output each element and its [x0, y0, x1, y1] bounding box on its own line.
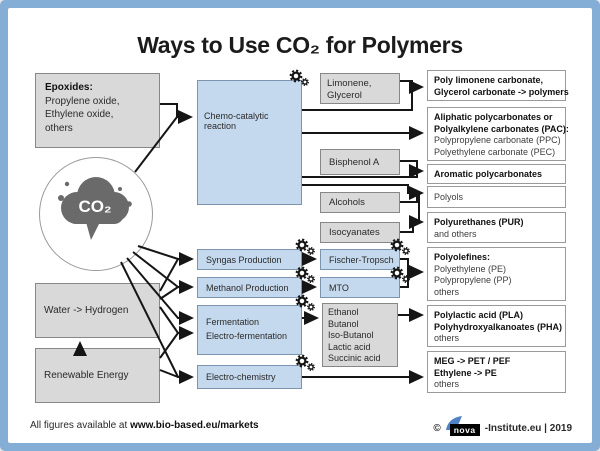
fischer-tropsch-box: Fischer-Tropsch	[320, 249, 400, 270]
output-line: Polyalkylene carbonates (PAC):	[434, 123, 569, 134]
output-line: others	[434, 333, 460, 343]
product-line: Ethanol	[328, 307, 359, 317]
epoxides-line: Ethylene oxide,	[45, 109, 114, 120]
mto-box: MTO	[320, 277, 400, 298]
fermentation-label: Fermentation	[206, 317, 260, 327]
output-line: Aromatic polycarbonates	[434, 169, 543, 179]
electro-chemistry-box: Electro-chemistry	[197, 365, 302, 389]
epoxides-box: Epoxides: Propylene oxide, Ethylene oxid…	[35, 73, 160, 148]
water-hydrogen-label: Water -> Hydrogen	[44, 305, 129, 316]
output-pla-pha: Polylactic acid (PLA) Polyhydroxyalkanoa…	[427, 305, 566, 347]
isocyanates-label: Isocyanates	[329, 227, 380, 238]
methanol-box: Methanol Production	[197, 277, 302, 298]
credit-text: -Institute.eu | 2019	[484, 422, 572, 434]
copyright-symbol: ©	[433, 422, 441, 434]
electro-fermentation-label: Electro-fermentation	[206, 331, 288, 341]
alcohols-label: Alcohols	[329, 197, 365, 208]
epoxides-line: Propylene oxide,	[45, 95, 120, 107]
renewable-energy-box: Renewable Energy	[35, 348, 160, 403]
product-line: Lactic acid	[328, 341, 371, 352]
nova-logo-text: nova	[449, 424, 480, 436]
renewable-energy-label: Renewable Energy	[44, 370, 129, 381]
diagram-canvas: Ways to Use CO₂ for Polymers Epoxides: P…	[8, 8, 592, 443]
nova-logo: nova	[441, 416, 485, 438]
bisphenol-label: Bisphenol A	[329, 156, 380, 168]
output-line: Polyhydroxyalkanoates (PHA)	[434, 321, 563, 332]
fermentation-box: Fermentation Electro-fermentation	[197, 305, 302, 355]
epoxides-line: others	[45, 122, 73, 134]
chemo-catalytic-label: Chemo-catalytic reaction	[204, 111, 269, 131]
output-line: MEG -> PET / PEF	[434, 356, 511, 366]
footer-note-text: All figures available at	[30, 420, 131, 431]
output-line: Polyurethanes (PUR)	[434, 217, 524, 227]
epoxides-title: Epoxides:	[45, 82, 93, 93]
output-poly-limonene: Poly limonene carbonate, Glycerol carbon…	[427, 70, 569, 101]
footer-credit: © nova -Institute.eu | 2019	[433, 416, 572, 438]
fermentation-products-box: Ethanol Butanol Iso-Butanol Lactic acid …	[322, 303, 398, 367]
water-hydrogen-box: Water -> Hydrogen	[35, 283, 160, 338]
output-aliphatic-pac: Aliphatic polycarbonates or Polyalkylene…	[427, 107, 569, 161]
electro-chemistry-label: Electro-chemistry	[206, 372, 276, 382]
output-line: Polyethylene (PE)	[434, 263, 507, 274]
output-line: others	[434, 379, 460, 389]
output-polyolefines: Polyolefines: Polyethylene (PE) Polyprop…	[427, 247, 566, 301]
footer-url: www.bio-based.eu/markets	[130, 420, 259, 431]
output-line: Ethylene -> PE	[434, 367, 497, 378]
output-line: Polypropylene (PP)	[434, 275, 512, 285]
output-line: Polyolefines:	[434, 252, 491, 262]
output-line: Polyols	[434, 192, 464, 202]
isocyanates-box: Isocyanates	[320, 222, 400, 243]
methanol-label: Methanol Production	[206, 282, 289, 293]
output-line: Polypropylene carbonate (PPC)	[434, 135, 561, 145]
page-title: Ways to Use CO₂ for Polymers	[137, 32, 463, 58]
syngas-box: Syngas Production	[197, 249, 302, 270]
chemo-catalytic-box: Chemo-catalytic reaction	[197, 80, 302, 205]
glycerol-line: Glycerol	[327, 90, 362, 101]
output-polyurethanes: Polyurethanes (PUR) and others	[427, 212, 566, 243]
bisphenol-box: Bisphenol A	[320, 149, 400, 175]
syngas-label: Syngas Production	[206, 254, 282, 265]
limonene-line: Limonene,	[327, 78, 372, 89]
fischer-tropsch-label: Fischer-Tropsch	[329, 254, 394, 265]
co2-label: CO₂	[78, 197, 112, 216]
output-line: Aliphatic polycarbonates or	[434, 112, 553, 122]
output-meg-pet: MEG -> PET / PEF Ethylene -> PE others	[427, 351, 566, 393]
output-line: Glycerol carbonate -> polymers	[434, 86, 569, 97]
alcohols-box: Alcohols	[320, 192, 400, 213]
mto-label: MTO	[329, 282, 349, 293]
product-line: Succinic acid	[328, 353, 381, 364]
output-polyols: Polyols	[427, 186, 566, 208]
output-line: Polylactic acid (PLA)	[434, 310, 524, 320]
output-line: Poly limonene carbonate,	[434, 75, 544, 85]
product-line: Butanol	[328, 318, 359, 329]
limonene-glycerol-box: Limonene, Glycerol	[320, 73, 400, 104]
product-line: Iso-Butanol	[328, 330, 374, 341]
output-line: and others	[434, 228, 477, 239]
output-line: others	[434, 286, 460, 297]
output-line: Polyethylene carbonate (PEC)	[434, 146, 556, 157]
output-aromatic: Aromatic polycarbonates	[427, 164, 566, 184]
footer-note: All figures available at www.bio-based.e…	[30, 420, 259, 431]
